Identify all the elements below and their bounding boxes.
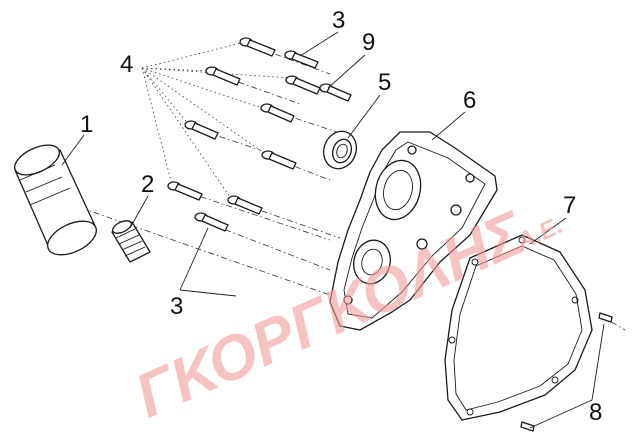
- oil-filter: [14, 144, 97, 256]
- callout-leaders: [61, 31, 605, 429]
- bolt: [194, 212, 229, 232]
- bolt: [167, 181, 203, 201]
- threaded-fitting: [111, 220, 151, 263]
- crankcase-cover: [329, 131, 498, 331]
- callout-9: 9: [362, 29, 375, 56]
- bolt: [184, 120, 219, 140]
- oil-seal: [322, 130, 358, 170]
- bolts: [167, 37, 352, 232]
- bolt: [227, 195, 263, 215]
- bolt: [239, 37, 276, 57]
- callout-8: 8: [589, 399, 602, 426]
- callout-6: 6: [463, 87, 476, 114]
- callout-4: 4: [120, 51, 133, 78]
- dowel-pins: [520, 312, 613, 432]
- callout-3-bottom: 3: [170, 293, 183, 320]
- bolt: [319, 83, 352, 102]
- leader-lines-4: [141, 41, 291, 201]
- bolt: [284, 50, 319, 69]
- callout-2: 2: [141, 171, 154, 198]
- gasket: [444, 234, 593, 421]
- bolt: [260, 103, 295, 123]
- callout-7: 7: [563, 192, 576, 219]
- callout-5: 5: [378, 69, 391, 96]
- bolt: [205, 66, 241, 86]
- bolt: [285, 75, 321, 95]
- callout-1: 1: [80, 111, 93, 138]
- callout-3-top: 3: [332, 7, 345, 34]
- bolt: [261, 150, 297, 170]
- callout-labels: 1 2 3 3 4 5 6 7 8 9: [80, 7, 602, 426]
